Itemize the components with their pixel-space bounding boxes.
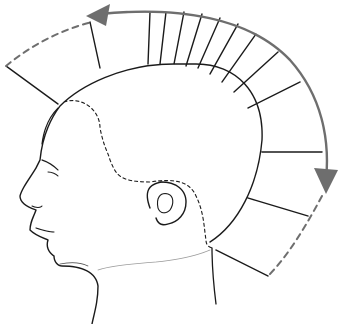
section-line-4 (160, 12, 166, 64)
section-line-5 (174, 12, 184, 64)
section-lines (6, 12, 322, 276)
section-line-7 (198, 18, 220, 68)
section-line-9 (222, 34, 256, 82)
eye-lash (48, 172, 58, 176)
section-line-3 (148, 12, 150, 64)
mouth (36, 228, 54, 232)
section-line-14 (216, 250, 268, 276)
section-line-1 (6, 66, 58, 104)
section-line-13 (248, 198, 308, 216)
section-line-6 (186, 14, 202, 66)
section-line-11 (248, 82, 300, 108)
ear-outline (147, 182, 186, 225)
dashed-arc-nape (268, 196, 322, 276)
nostril (32, 206, 42, 208)
dashed-hairline (64, 101, 214, 248)
section-line-2 (90, 22, 100, 68)
neck-shadow (98, 250, 210, 270)
eye (42, 160, 58, 170)
neck-line (212, 248, 216, 304)
ear-inner (157, 194, 172, 213)
rotation-arrow-arc (100, 12, 327, 180)
section-line-10 (234, 52, 278, 92)
arrow-head-icon (314, 168, 338, 194)
dashed-arc-front (6, 22, 92, 66)
